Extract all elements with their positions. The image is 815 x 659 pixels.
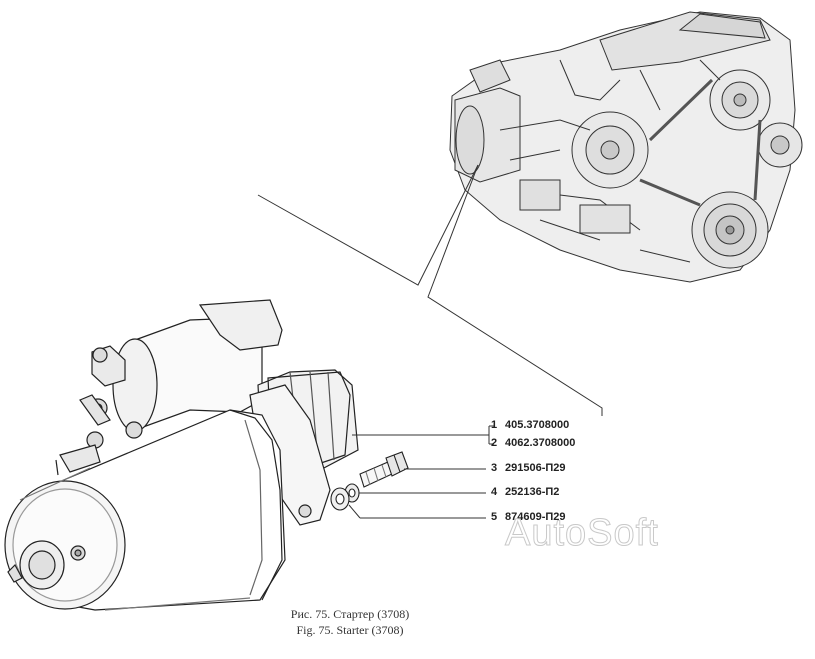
callout-leaders bbox=[348, 425, 494, 519]
leader-lines bbox=[257, 164, 603, 416]
part-number: 874609-П29 bbox=[505, 511, 566, 523]
watermark: AutoSoft bbox=[505, 512, 659, 555]
callout-2: 2 4062.3708000 bbox=[491, 437, 575, 449]
part-number: 291506-П29 bbox=[505, 462, 566, 474]
callout-3: 3 291506-П29 bbox=[491, 462, 566, 474]
caption-en: Fig. 75. Starter (3708) bbox=[296, 623, 404, 637]
part-number: 405.3708000 bbox=[505, 419, 570, 431]
engine-illustration bbox=[449, 11, 803, 283]
caption-ru: Рис. 75. Стартер (3708) bbox=[290, 607, 410, 621]
callout-number: 4 bbox=[491, 486, 498, 498]
fasteners bbox=[330, 451, 409, 511]
callout-4: 4 252136-П2 bbox=[491, 486, 559, 498]
callout-number: 2 bbox=[491, 437, 498, 449]
callout-number: 1 bbox=[491, 419, 498, 431]
part-number: 4062.3708000 bbox=[505, 437, 576, 449]
starter-illustration bbox=[4, 299, 359, 611]
callout-1: 1 405.3708000 bbox=[491, 419, 569, 431]
callout-number: 5 bbox=[491, 511, 498, 523]
part-number: 252136-П2 bbox=[505, 486, 560, 498]
callout-5: 5 874609-П29 bbox=[491, 511, 566, 523]
callout-number: 3 bbox=[491, 462, 498, 474]
